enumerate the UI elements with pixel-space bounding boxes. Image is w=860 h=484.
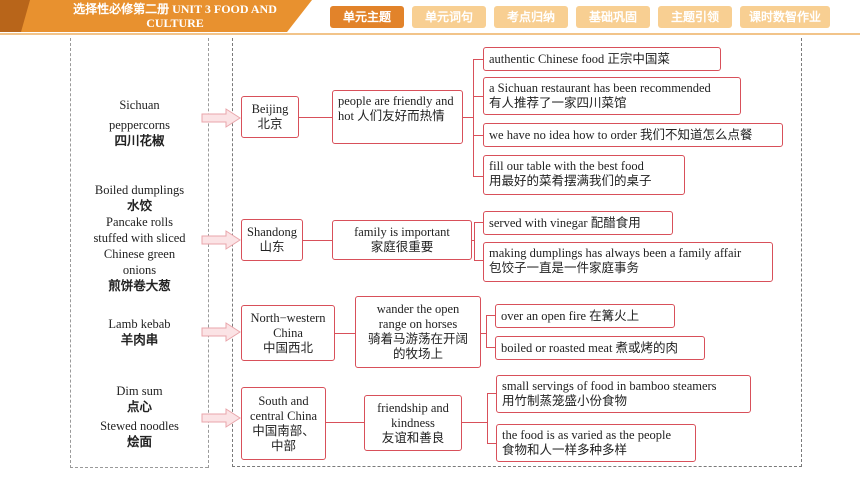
bracket [473,59,474,177]
connector [486,347,495,348]
tab-unit-vocabulary[interactable]: 单元词句 [412,6,486,28]
tab-key-points[interactable]: 考点归纳 [494,6,568,28]
trait-beijing: people are friendly and hot 人们友好而热情 [332,90,463,144]
connector [473,59,483,60]
connector [462,422,487,423]
connector [487,393,496,394]
connector [481,333,486,334]
detail-how-to-order: we have no idea how to order 我们不知道怎么点餐 [483,123,783,147]
title-banner [0,0,312,32]
page-title: 选择性必修第二册 UNIT 3 FOOD AND CULTURE [55,2,295,30]
connector [487,443,496,444]
left-panel-border-bottom [70,467,208,468]
connector [473,176,483,177]
left-panel-border-left [70,38,71,468]
dish-lamb-kebab: Lamb kebab 羊肉串 [108,317,171,347]
bracket [474,222,475,260]
left-panel-border-right [208,38,209,468]
dish-dim-sum-noodles: Dim sum 点心 Stewed noodles 烩面 [100,384,179,449]
right-panel [232,38,802,467]
bracket [486,315,487,347]
detail-sichuan-restaurant: a Sichuan restaurant has been recommende… [483,77,741,115]
detail-bamboo-steamers: small servings of food in bamboo steamer… [496,375,751,413]
tab-theme-guide[interactable]: 主题引领 [658,6,732,28]
arrow-icon [201,230,241,250]
connector [303,240,332,241]
arrow-icon [201,322,241,342]
tab-homework[interactable]: 课时数智作业 [740,6,830,28]
detail-vinegar: served with vinegar 配醋食用 [483,211,673,235]
title-line-2: CULTURE [146,16,204,30]
connector [335,333,355,334]
connector [326,422,364,423]
banner-accent [0,0,30,32]
arrow-icon [201,408,241,428]
detail-authentic-food: authentic Chinese food 正宗中国菜 [483,47,721,71]
connector [463,117,473,118]
connector [474,260,483,261]
header-divider [0,33,860,35]
connector [299,117,332,118]
detail-boiled-roasted: boiled or roasted meat 煮或烤的肉 [495,336,705,360]
arrow-icon [201,108,241,128]
connector [473,96,483,97]
connector [472,240,474,241]
bracket [487,393,488,443]
connector [474,222,483,223]
dish-dumplings-pancake: Boiled dumplings 水饺 Pancake rolls stuffe… [93,183,186,293]
title-line-1: 选择性必修第二册 UNIT 3 FOOD AND [73,2,277,16]
detail-family-affair: making dumplings has always been a famil… [483,242,773,282]
detail-open-fire: over an open fire 在篝火上 [495,304,675,328]
tab-unit-theme[interactable]: 单元主题 [330,6,404,28]
connector [473,135,483,136]
tab-basic-practice[interactable]: 基础巩固 [576,6,650,28]
connector [486,315,495,316]
